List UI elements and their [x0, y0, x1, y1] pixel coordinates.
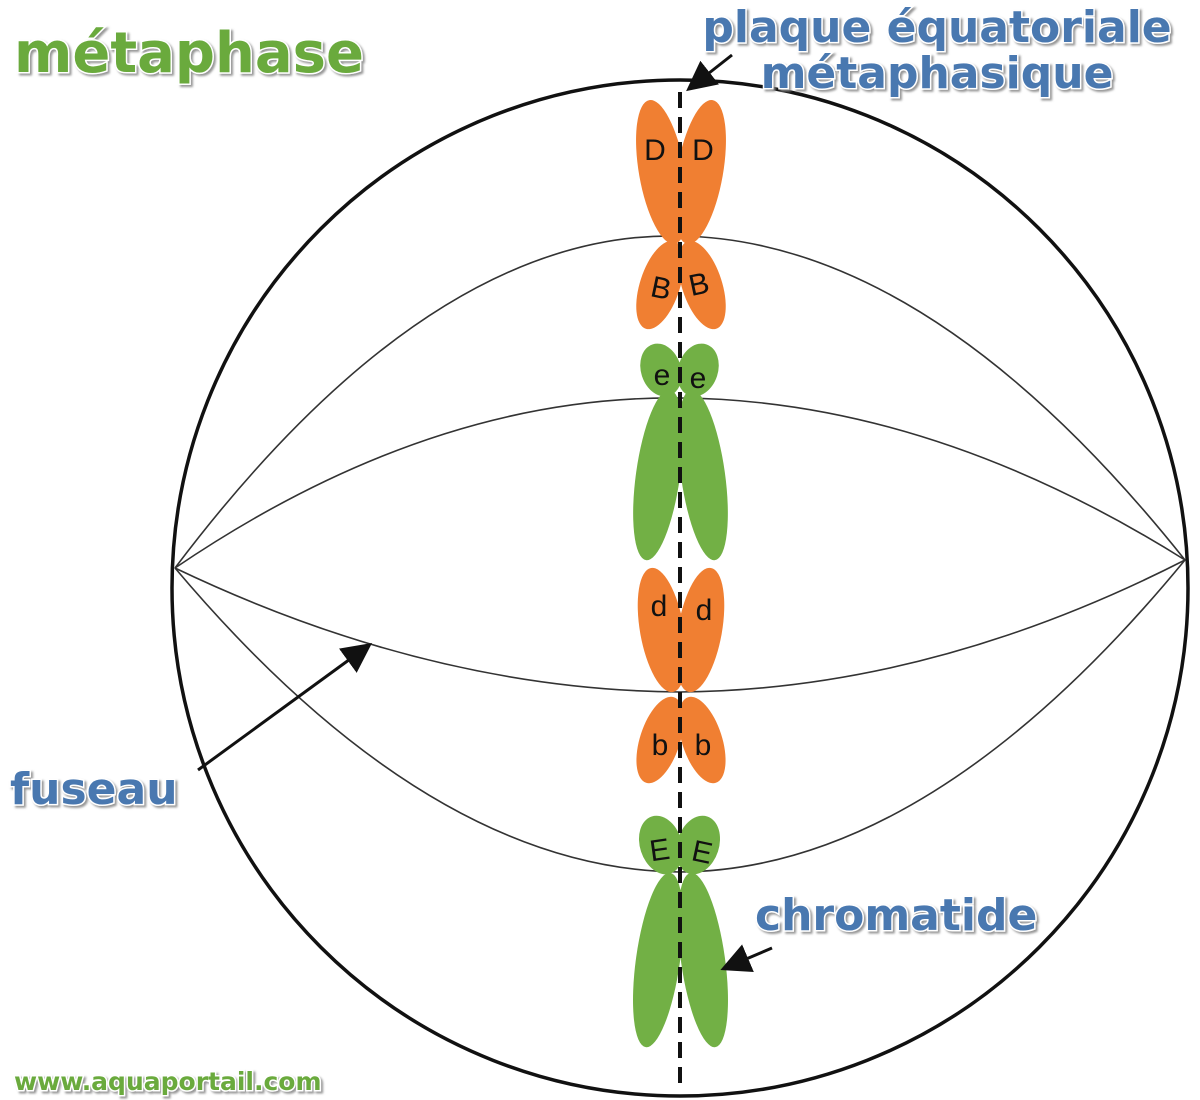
chromatid-arm	[638, 815, 684, 875]
allele-label: b	[695, 729, 712, 762]
chromosome-green-upper	[633, 343, 728, 561]
spindle-label: fuseau	[10, 764, 178, 815]
plate-label-line1: plaque équatoriale	[702, 2, 1171, 53]
chromatid-arm	[633, 872, 683, 1048]
chromatid-arm	[636, 240, 684, 330]
chromatid-arm	[675, 567, 725, 693]
allele-label: d	[696, 594, 713, 627]
website-watermark[interactable]: www.aquaportail.com	[13, 1066, 324, 1098]
allele-label: D	[644, 134, 666, 167]
chromatid-arm	[675, 815, 721, 875]
plate-arrow	[686, 53, 733, 92]
plate-label-line2: métaphasique	[761, 48, 1114, 99]
chromatid-arm	[637, 567, 687, 693]
allele-label: d	[651, 590, 668, 623]
allele-label: e	[690, 362, 707, 395]
chromatid-arm	[640, 343, 682, 397]
allele-label: e	[654, 359, 671, 392]
spindle-arrow	[197, 643, 373, 772]
chromatid-arm	[636, 696, 684, 784]
chromosome-green-lower	[633, 815, 728, 1048]
chromosome-orange-upper	[636, 99, 726, 330]
allele-label: E	[647, 833, 671, 868]
cell-membrane	[170, 78, 1190, 1098]
chromatid-arm	[678, 389, 728, 561]
chromatid-arm	[678, 240, 726, 330]
diagram-title: métaphase	[14, 21, 364, 86]
chromatid-arm	[633, 389, 683, 561]
spindle-fiber-3	[174, 559, 1186, 693]
allele-label: D	[692, 134, 714, 167]
chromatid-arrow	[720, 944, 773, 973]
chromatid-arm	[674, 99, 726, 245]
chromatid-arm	[678, 696, 726, 784]
allele-label: b	[652, 729, 669, 762]
chromosome-orange-lower	[636, 567, 726, 784]
chromatid-arm	[677, 343, 719, 397]
chromatid-label: chromatide	[755, 890, 1037, 941]
chromatid-arm	[678, 872, 728, 1048]
